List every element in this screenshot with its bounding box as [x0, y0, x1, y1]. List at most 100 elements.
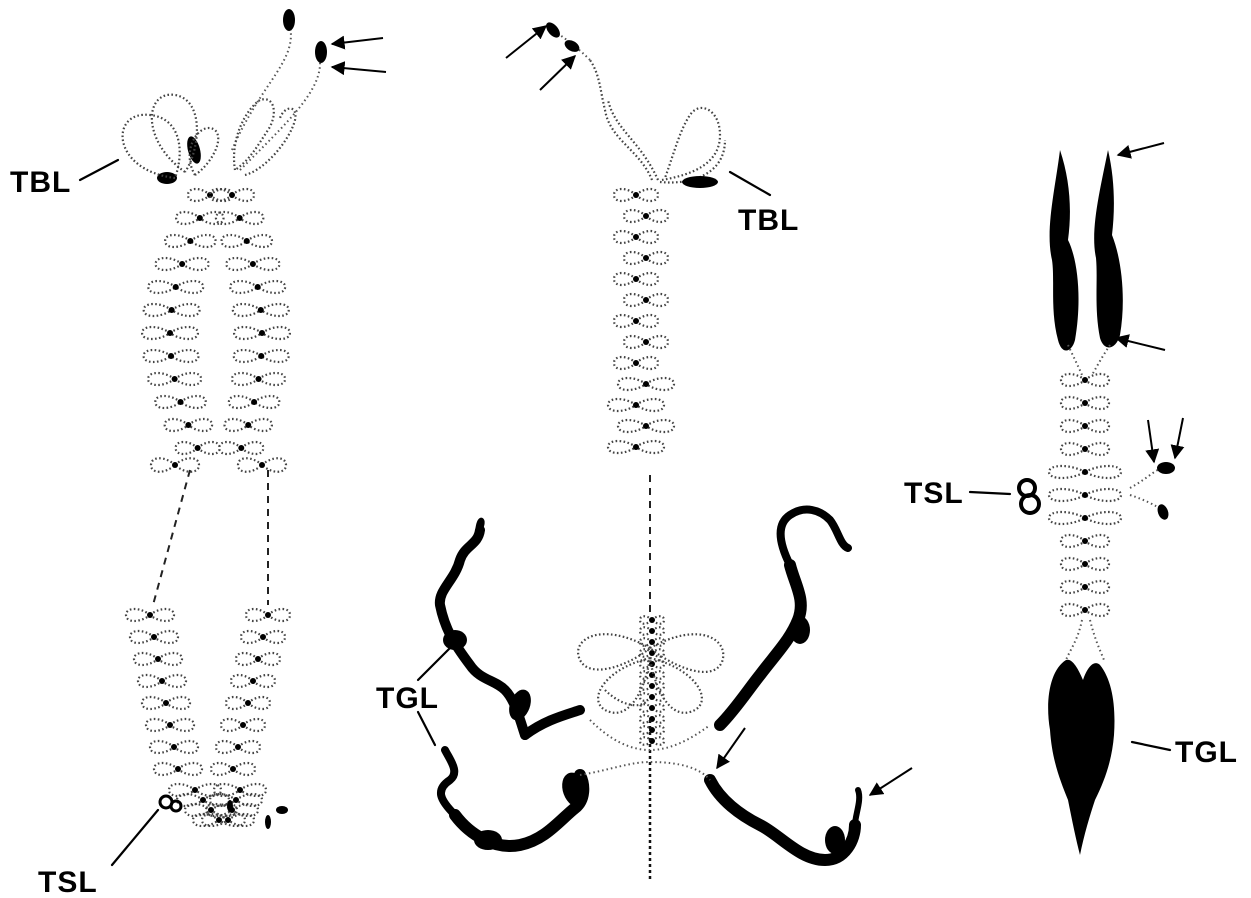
- left-loop-16: [138, 675, 186, 687]
- right-tsl-marker: [1019, 480, 1039, 513]
- left-loop-9: [155, 396, 205, 408]
- center-loop-0: [614, 189, 658, 201]
- center-chromosome: TBL TGL: [376, 20, 912, 880]
- left-loop-19: [150, 741, 198, 753]
- right-loop-5: [1049, 489, 1121, 501]
- left-loop-18: [146, 719, 194, 731]
- left-loop-39: [241, 631, 285, 643]
- center-arrow-4: [870, 768, 912, 795]
- right-loop-4: [1049, 466, 1121, 478]
- left-loop-14: [130, 631, 178, 643]
- right-tgl-mass: [1048, 620, 1114, 855]
- center-loop-14: [640, 627, 664, 635]
- center-arrow-2: [540, 56, 575, 90]
- left-tsl-label: TSL: [38, 866, 98, 898]
- right-loop-6: [1049, 512, 1121, 524]
- center-loop-21: [640, 704, 664, 712]
- left-loop-15: [134, 653, 182, 665]
- center-loop-12: [608, 441, 664, 453]
- left-loop-30: [233, 304, 289, 316]
- right-loop-10: [1061, 604, 1109, 616]
- right-loop-8: [1061, 558, 1109, 570]
- left-loop-42: [226, 697, 270, 709]
- right-tsl-label: TSL: [904, 477, 964, 510]
- right-lateral-loops: [1049, 374, 1121, 616]
- left-loop-27: [222, 235, 272, 247]
- center-loop-19: [640, 682, 664, 690]
- left-loop-8: [148, 373, 201, 385]
- left-loop-7: [144, 350, 199, 362]
- left-loop-28: [226, 258, 279, 270]
- left-loop-17: [142, 697, 190, 709]
- left-loop-37: [238, 458, 286, 472]
- left-loop-21: [169, 784, 221, 796]
- center-loop-5: [624, 294, 668, 306]
- center-loop-13: [640, 616, 664, 624]
- center-loop-6: [614, 315, 658, 327]
- left-loop-29: [230, 281, 285, 293]
- right-arrow-2: [1116, 338, 1165, 350]
- center-loop-10: [608, 399, 664, 411]
- center-loop-23: [640, 726, 664, 734]
- left-arrow-2: [332, 67, 386, 72]
- left-loop-44: [216, 741, 260, 753]
- center-loop-20: [640, 693, 664, 701]
- right-arrow-3: [1148, 420, 1154, 462]
- right-loop-2: [1061, 420, 1109, 432]
- left-loop-40: [236, 653, 280, 665]
- left-lateral-loops: [126, 189, 290, 826]
- left-loop-33: [232, 373, 285, 385]
- right-top-granular-regions: [1050, 150, 1123, 375]
- right-arrow-4: [1175, 418, 1183, 458]
- left-loop-41: [231, 675, 275, 687]
- left-loop-43: [221, 719, 265, 731]
- left-loop-31: [234, 327, 290, 339]
- right-tgl-label: TGL: [1175, 736, 1238, 769]
- center-arrow-3: [717, 728, 745, 768]
- center-loop-4: [614, 273, 658, 285]
- right-chromosome: TSL TGL: [904, 143, 1238, 855]
- center-loop-8: [614, 357, 658, 369]
- left-loop-6: [142, 327, 198, 339]
- center-loop-15: [640, 638, 664, 646]
- left-loop-35: [225, 419, 272, 431]
- left-loop-13: [126, 609, 174, 621]
- left-tbl-label: TBL: [10, 166, 71, 199]
- left-bivalent: TBL TSL: [10, 9, 386, 898]
- left-tbl-loops: [123, 95, 296, 178]
- right-loop-1: [1061, 397, 1109, 409]
- center-tbl-label: TBL: [738, 204, 799, 237]
- right-loop-9: [1061, 581, 1109, 593]
- right-loop-3: [1061, 443, 1109, 455]
- center-loop-11: [618, 420, 674, 432]
- left-loop-32: [234, 350, 289, 362]
- center-loop-2: [614, 231, 658, 243]
- left-loop-12: [151, 458, 199, 472]
- center-loop-17: [640, 660, 664, 668]
- left-tsl-marker: [160, 796, 288, 829]
- left-loop-20: [154, 763, 202, 775]
- center-loop-9: [618, 378, 674, 390]
- left-loop-45: [211, 763, 255, 775]
- right-loop-7: [1061, 535, 1109, 547]
- left-loop-2: [165, 235, 215, 247]
- left-arrow-1: [332, 38, 383, 44]
- left-connecting-dashes: [153, 470, 268, 605]
- right-arrow-1: [1118, 143, 1164, 155]
- left-loop-4: [148, 281, 203, 293]
- center-tgl-label: TGL: [376, 682, 439, 715]
- left-top-threads: [232, 22, 320, 170]
- left-loop-34: [229, 396, 279, 408]
- center-loop-7: [624, 336, 668, 348]
- center-loop-1: [624, 210, 668, 222]
- center-loop-3: [624, 252, 668, 264]
- right-side-knobs: [1130, 462, 1175, 521]
- center-arrow-1: [506, 26, 546, 58]
- center-top-structure: [543, 20, 725, 188]
- left-loop-10: [165, 419, 212, 431]
- left-terminal-knobs: [157, 9, 327, 184]
- left-loop-5: [144, 304, 200, 316]
- left-loop-38: [246, 609, 290, 621]
